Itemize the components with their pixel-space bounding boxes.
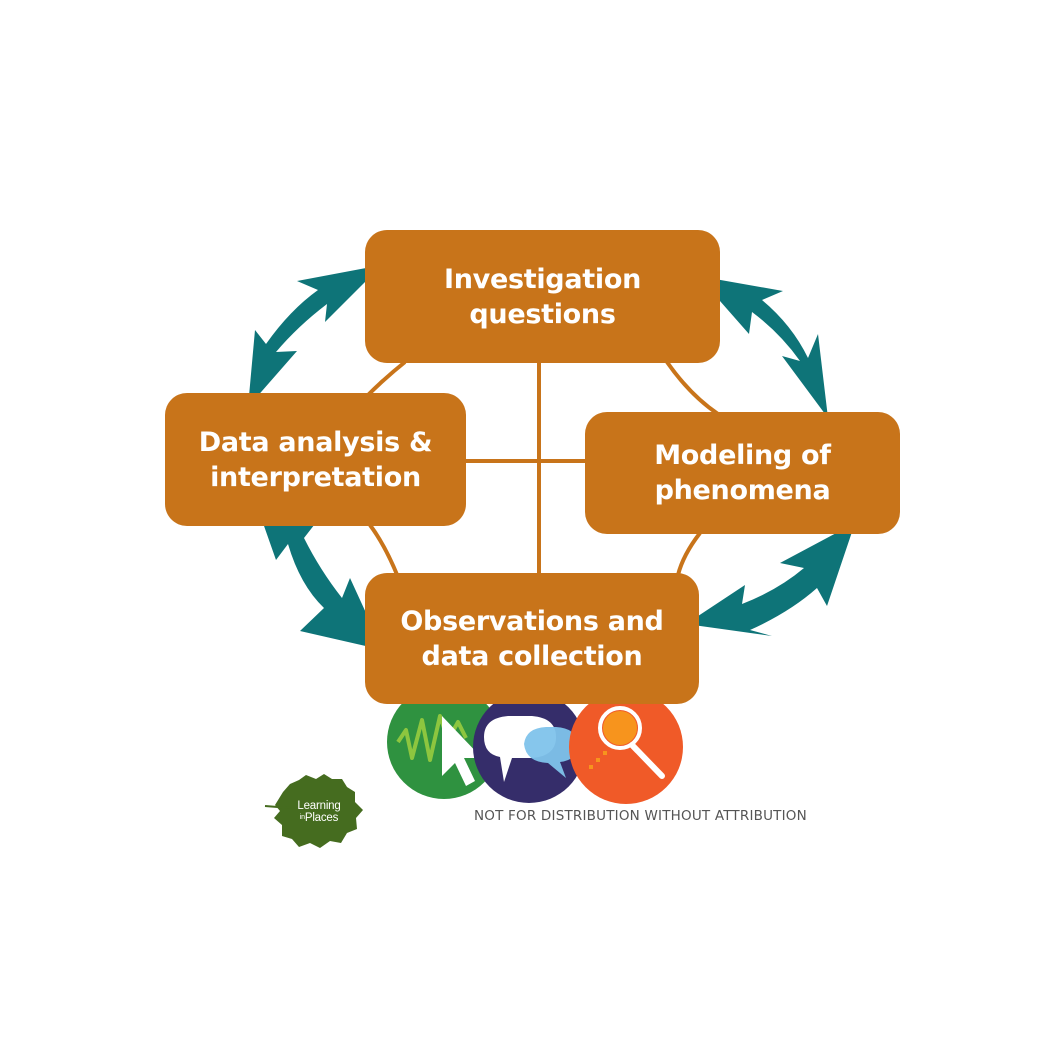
investigation-questions-box: Investigation questions — [365, 230, 720, 363]
modeling-line-1: Modeling of — [654, 440, 831, 471]
observations-line-2: data collection — [421, 640, 643, 672]
connector-curve-bottom-right — [676, 531, 702, 576]
attribution-note: NOT FOR DISTRIBUTION WITHOUT ATTRIBUTION — [474, 808, 807, 824]
investigation-line-1: Investigation — [444, 263, 641, 295]
logo-line-2: Places — [304, 812, 339, 825]
connector-lines — [366, 360, 720, 578]
connector-curve-bottom-left — [368, 523, 400, 578]
observations-box: Observations and data collection — [365, 573, 699, 704]
data-graph-cursor-icon — [387, 685, 501, 799]
logo-text: Learning inPlaces — [284, 800, 354, 824]
data-analysis-box: Data analysis & interpretation — [165, 393, 466, 526]
observations-line-1: Observations and — [400, 605, 664, 637]
modeling-line-2: phenomena — [654, 475, 831, 506]
connector-curve-top-right — [665, 360, 720, 416]
logo-line-1: Learning — [297, 800, 341, 812]
modeling-phenomena-box: Modeling of phenomena — [585, 412, 900, 534]
double-arrow-top-left — [248, 265, 382, 407]
data-analysis-line-1: Data analysis & — [198, 426, 433, 458]
data-analysis-line-2: interpretation — [210, 461, 421, 493]
speech-bubbles-icon — [473, 691, 585, 803]
logo-line-2-small: in — [299, 814, 305, 821]
double-arrow-top-right — [698, 276, 828, 418]
investigation-line-2: questions — [469, 298, 616, 330]
cycle-arrows — [248, 265, 855, 650]
double-arrow-bottom-right — [686, 523, 855, 636]
double-arrow-bottom-left — [257, 506, 383, 650]
connector-curve-top-left — [366, 360, 407, 397]
learning-in-places-logo — [264, 774, 363, 848]
magnifying-glass-icon — [569, 690, 683, 804]
